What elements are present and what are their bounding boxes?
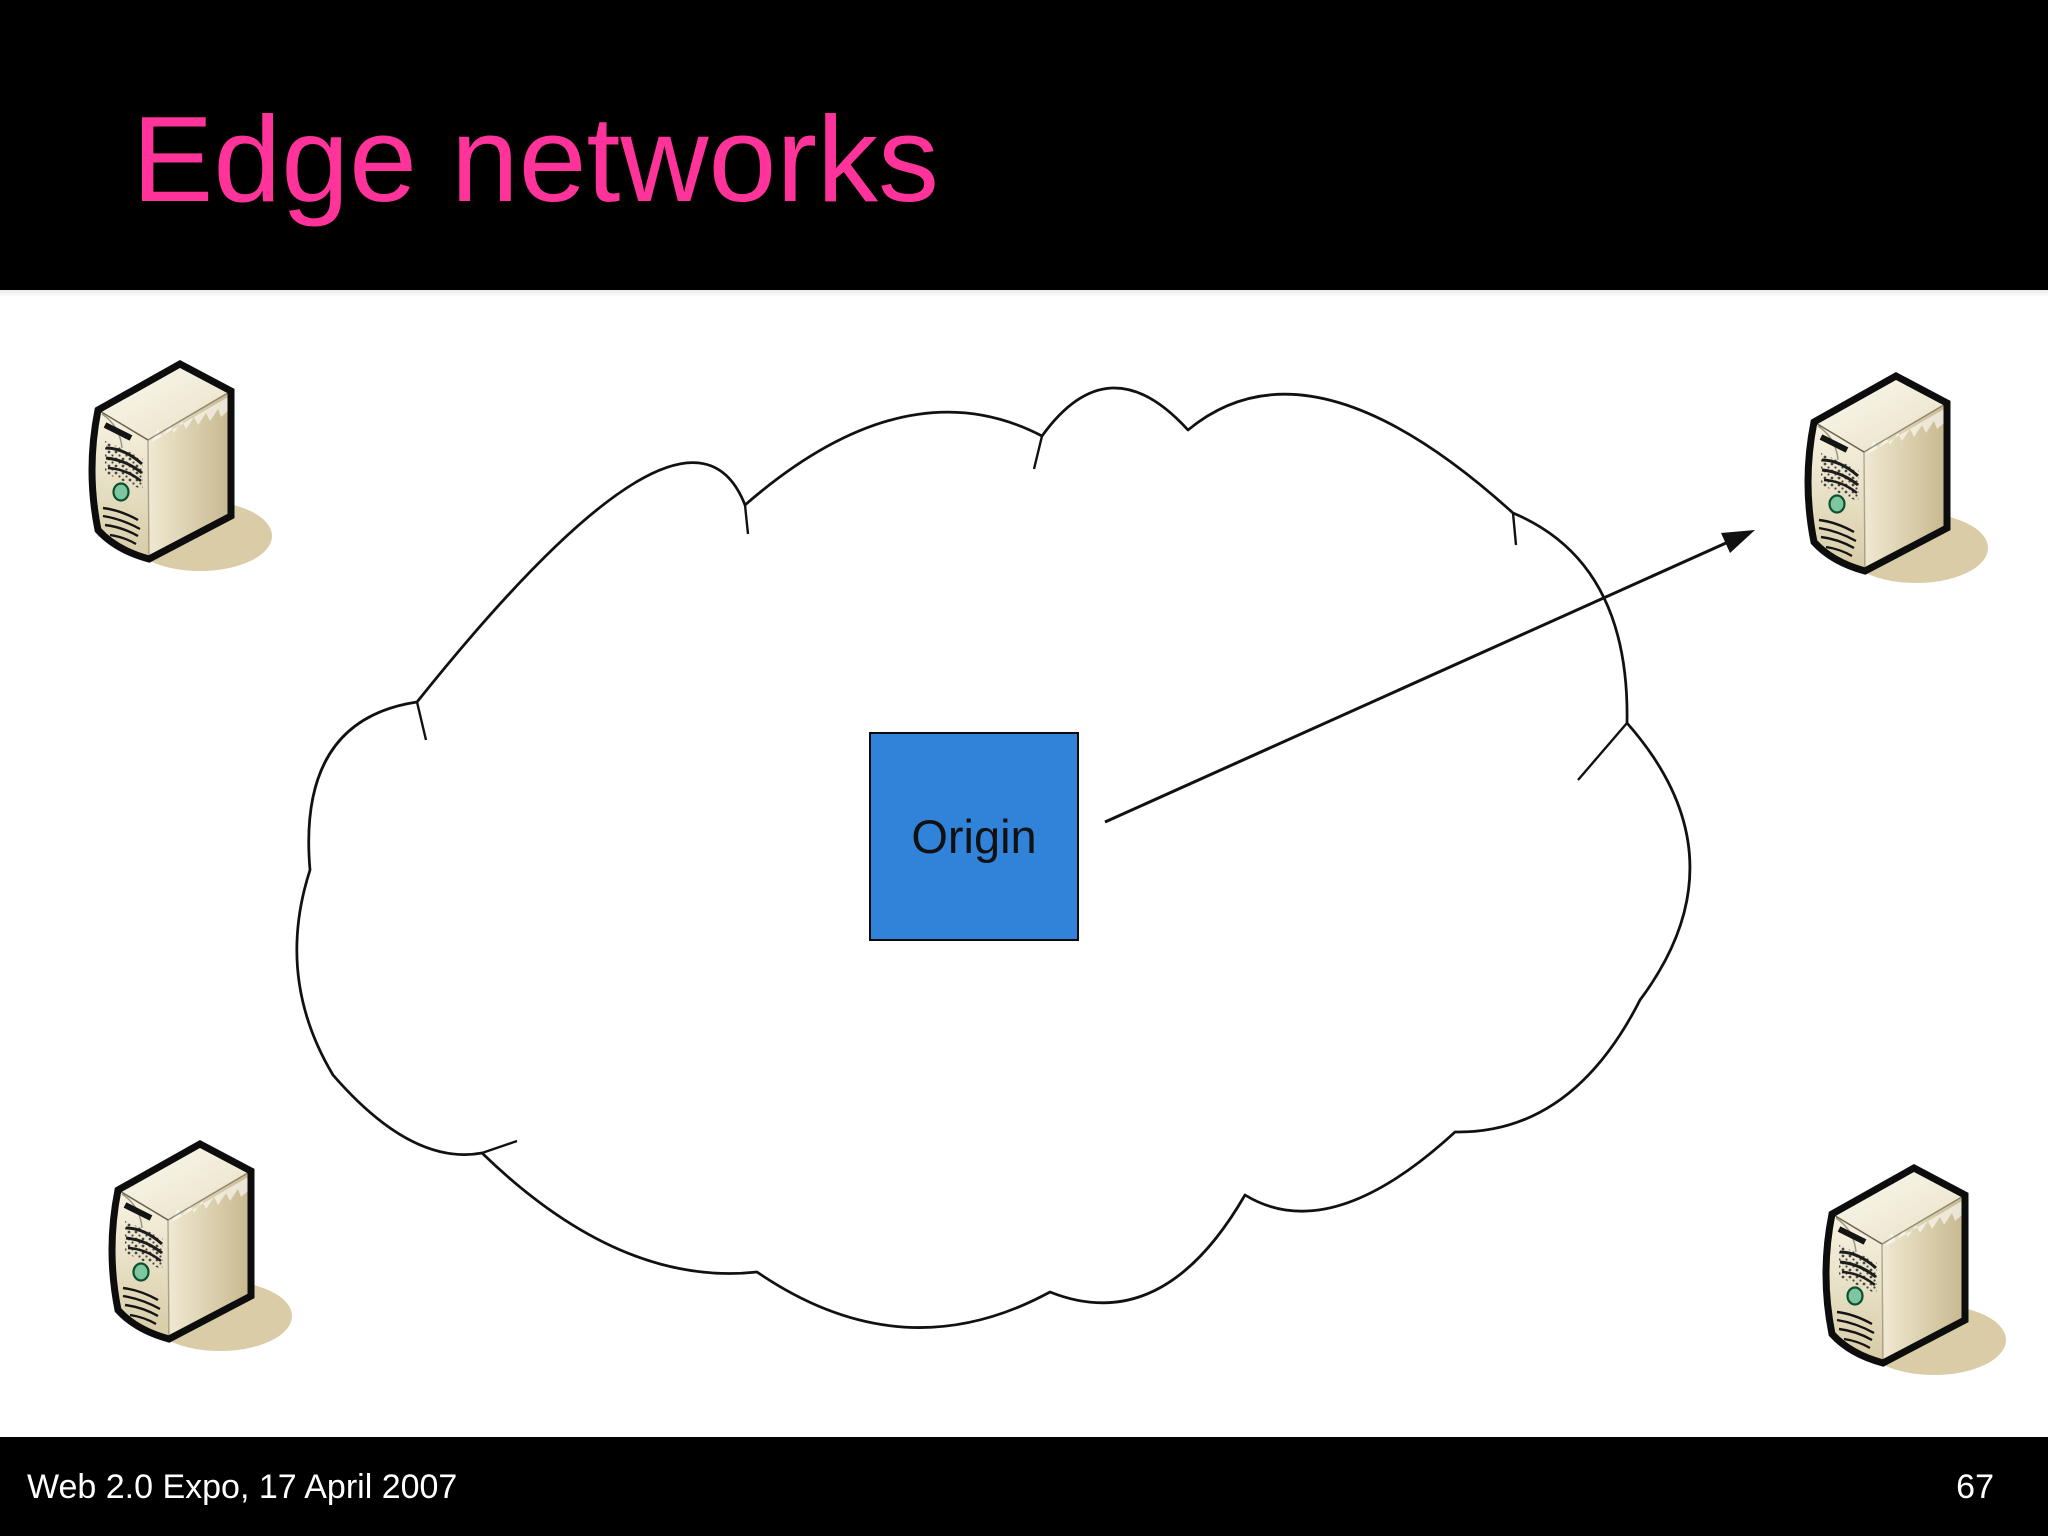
origin-node: Origin [869,732,1079,941]
cloud-junction-spurs [415,435,1628,1155]
server-icon-top-right [1808,376,1988,583]
origin-node-label: Origin [911,810,1037,863]
server-icon-bottom-left [112,1144,292,1351]
slide-footer: Web 2.0 Expo, 17 April 2007 67 [0,1437,2048,1536]
slide-header: Edge networks [0,0,2048,290]
server-icon-top-left [92,364,272,571]
server-icon-bottom-right [1826,1168,2006,1375]
footer-event-text: Web 2.0 Expo, 17 April 2007 [27,1467,458,1506]
origin-to-edge-arrow [1104,530,1755,824]
page-title: Edge networks [132,91,939,227]
footer-page-number: 67 [1956,1467,1994,1506]
header-shadow [0,290,2048,297]
